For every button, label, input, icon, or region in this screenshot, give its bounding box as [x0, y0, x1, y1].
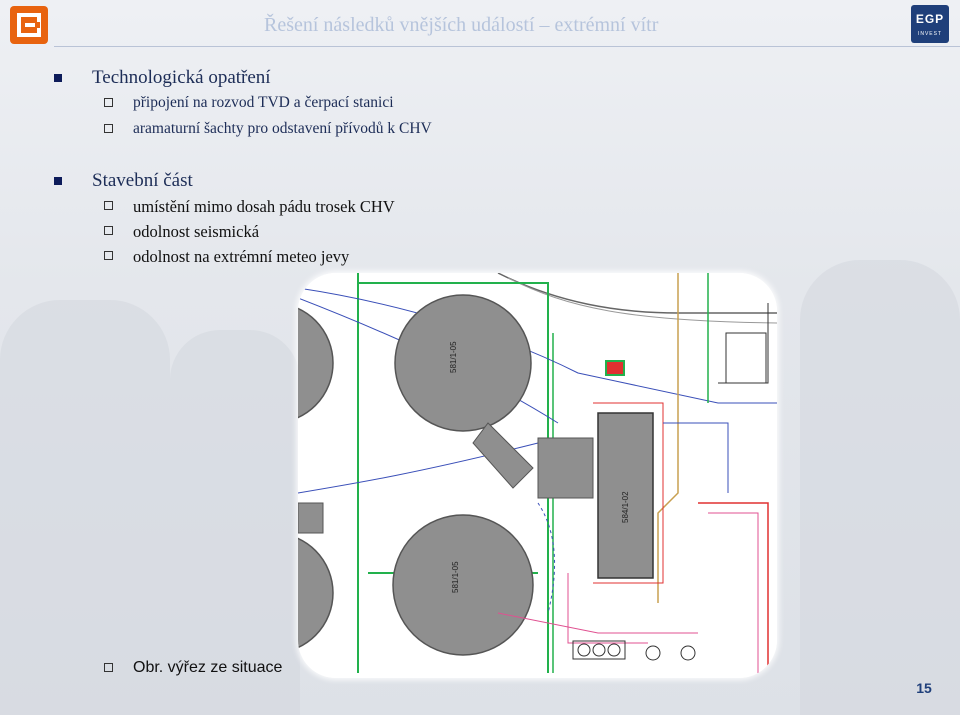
- figure-caption: Obr. výřez ze situace: [104, 659, 283, 677]
- square-bullet-icon: [54, 177, 62, 185]
- list-item: odolnost seismická: [104, 222, 260, 242]
- cez-logo: [10, 6, 48, 44]
- list-item-text: odolnost seismická: [133, 222, 260, 241]
- page-number: 15: [916, 680, 932, 696]
- list-item: umístění mimo dosah pádu trosek CHV: [104, 197, 395, 217]
- list-item-text: umístění mimo dosah pádu trosek CHV: [133, 197, 395, 216]
- caption-text: Obr. výřez ze situace: [133, 659, 283, 676]
- building-label: 584/1-02: [621, 491, 630, 523]
- tower-label: 581/1-05: [451, 561, 460, 593]
- list-item: odolnost na extrémní meteo jevy: [104, 247, 350, 267]
- background-tower: [170, 330, 300, 715]
- list-item-text: odolnost na extrémní meteo jevy: [133, 247, 350, 266]
- list-item-text: připojení na rozvod TVD a čerpací stanic…: [133, 94, 394, 111]
- slide-title: Řešení následků vnějších událostí – extr…: [264, 14, 659, 36]
- list-item: aramaturní šachty pro odstavení přívodů …: [104, 120, 432, 138]
- site-plan-figure: 581/1-05 581/1-05 584/1-02: [298, 273, 777, 678]
- header-divider: [54, 46, 960, 47]
- hollow-square-bullet-icon: [104, 226, 113, 235]
- background-tower: [0, 300, 170, 715]
- egp-logo-subtext: INVEST: [917, 31, 943, 37]
- square-bullet-icon: [54, 74, 62, 82]
- hollow-square-bullet-icon: [104, 251, 113, 260]
- egp-logo-text: EGP: [915, 12, 945, 26]
- egp-invest-logo: EGP INVEST: [911, 5, 949, 43]
- list-item: připojení na rozvod TVD a čerpací stanic…: [104, 94, 394, 112]
- background-tower: [800, 260, 960, 715]
- section-heading: Stavební část: [54, 170, 193, 192]
- hollow-square-bullet-icon: [104, 98, 113, 107]
- section-heading-text: Technologická opatření: [92, 67, 271, 88]
- tower-label: 581/1-05: [449, 341, 458, 373]
- section-heading-text: Stavební část: [92, 170, 193, 191]
- section-heading: Technologická opatření: [54, 67, 271, 89]
- site-plan-drawing: 581/1-05 581/1-05 584/1-02: [298, 273, 777, 678]
- list-item-text: aramaturní šachty pro odstavení přívodů …: [133, 120, 432, 137]
- hollow-square-bullet-icon: [104, 201, 113, 210]
- hollow-square-bullet-icon: [104, 124, 113, 133]
- hollow-square-bullet-icon: [104, 663, 113, 672]
